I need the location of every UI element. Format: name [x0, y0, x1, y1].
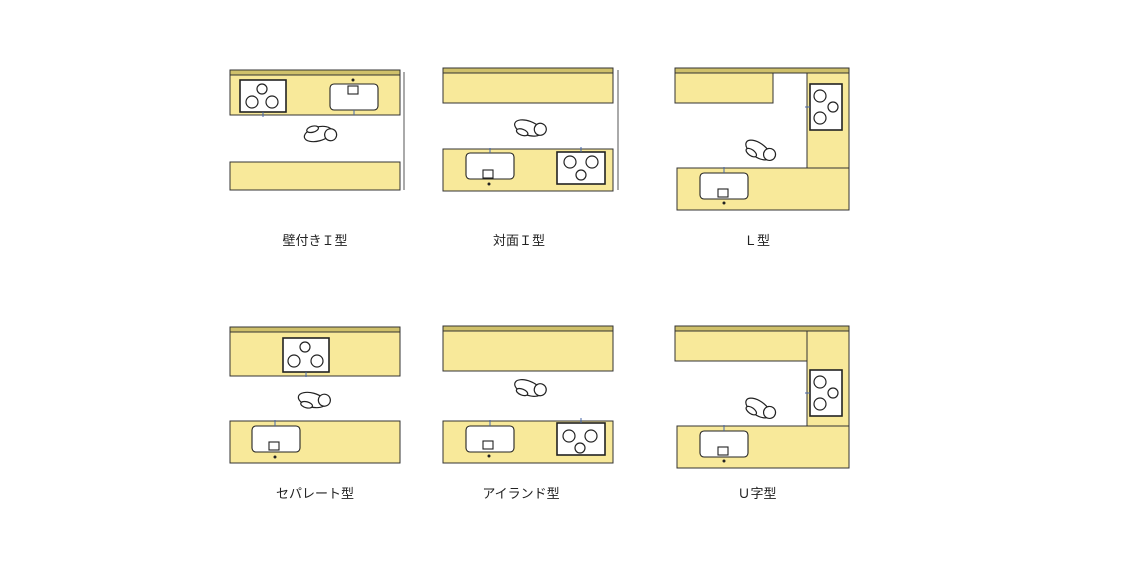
countertop-edge [229, 326, 401, 333]
sink-icon [699, 167, 749, 205]
layout-label: Ｕ字型 [737, 487, 776, 502]
counter-top-row [442, 72, 614, 104]
person-icon [297, 391, 331, 409]
sink-icon [465, 420, 515, 458]
person-icon [514, 119, 547, 137]
countertop-edge [674, 67, 850, 74]
sink-icon [329, 78, 379, 115]
layout-label: アイランド型 [482, 487, 559, 502]
countertop-edge [442, 325, 614, 332]
stove-icon [239, 79, 287, 117]
sink-icon [251, 420, 301, 459]
layout-l: Ｌ型 [674, 67, 850, 249]
counter-top-left [674, 330, 808, 362]
layout-label: 壁付きＩ型 [282, 234, 347, 249]
layout-separate: セパレート型 [229, 326, 401, 502]
layout-island: アイランド型 [442, 325, 614, 502]
stove-icon [556, 147, 606, 185]
layout-facing-i: 対面Ｉ型 [442, 67, 619, 249]
counter-top-row [442, 330, 614, 372]
person-icon [514, 379, 547, 397]
stove-icon [805, 83, 843, 131]
countertop-edge [442, 67, 614, 74]
sink-icon [465, 148, 515, 186]
layout-label: 対面Ｉ型 [493, 234, 545, 249]
person-icon [745, 139, 777, 162]
layout-u: Ｕ字型 [674, 325, 850, 502]
countertop-edge [674, 325, 850, 332]
person-icon [745, 397, 777, 420]
stove-icon [556, 418, 606, 456]
counter-bottom-row [229, 161, 401, 191]
layout-wall-i: 壁付きＩ型 [229, 69, 405, 249]
stove-icon [805, 369, 843, 417]
stove-icon [282, 337, 330, 377]
layout-label: Ｌ型 [744, 234, 770, 249]
counter-top-left [674, 72, 774, 104]
layout-label: セパレート型 [276, 487, 354, 502]
person-icon [303, 125, 338, 143]
sink-icon [699, 425, 749, 463]
countertop-edge [229, 69, 401, 76]
